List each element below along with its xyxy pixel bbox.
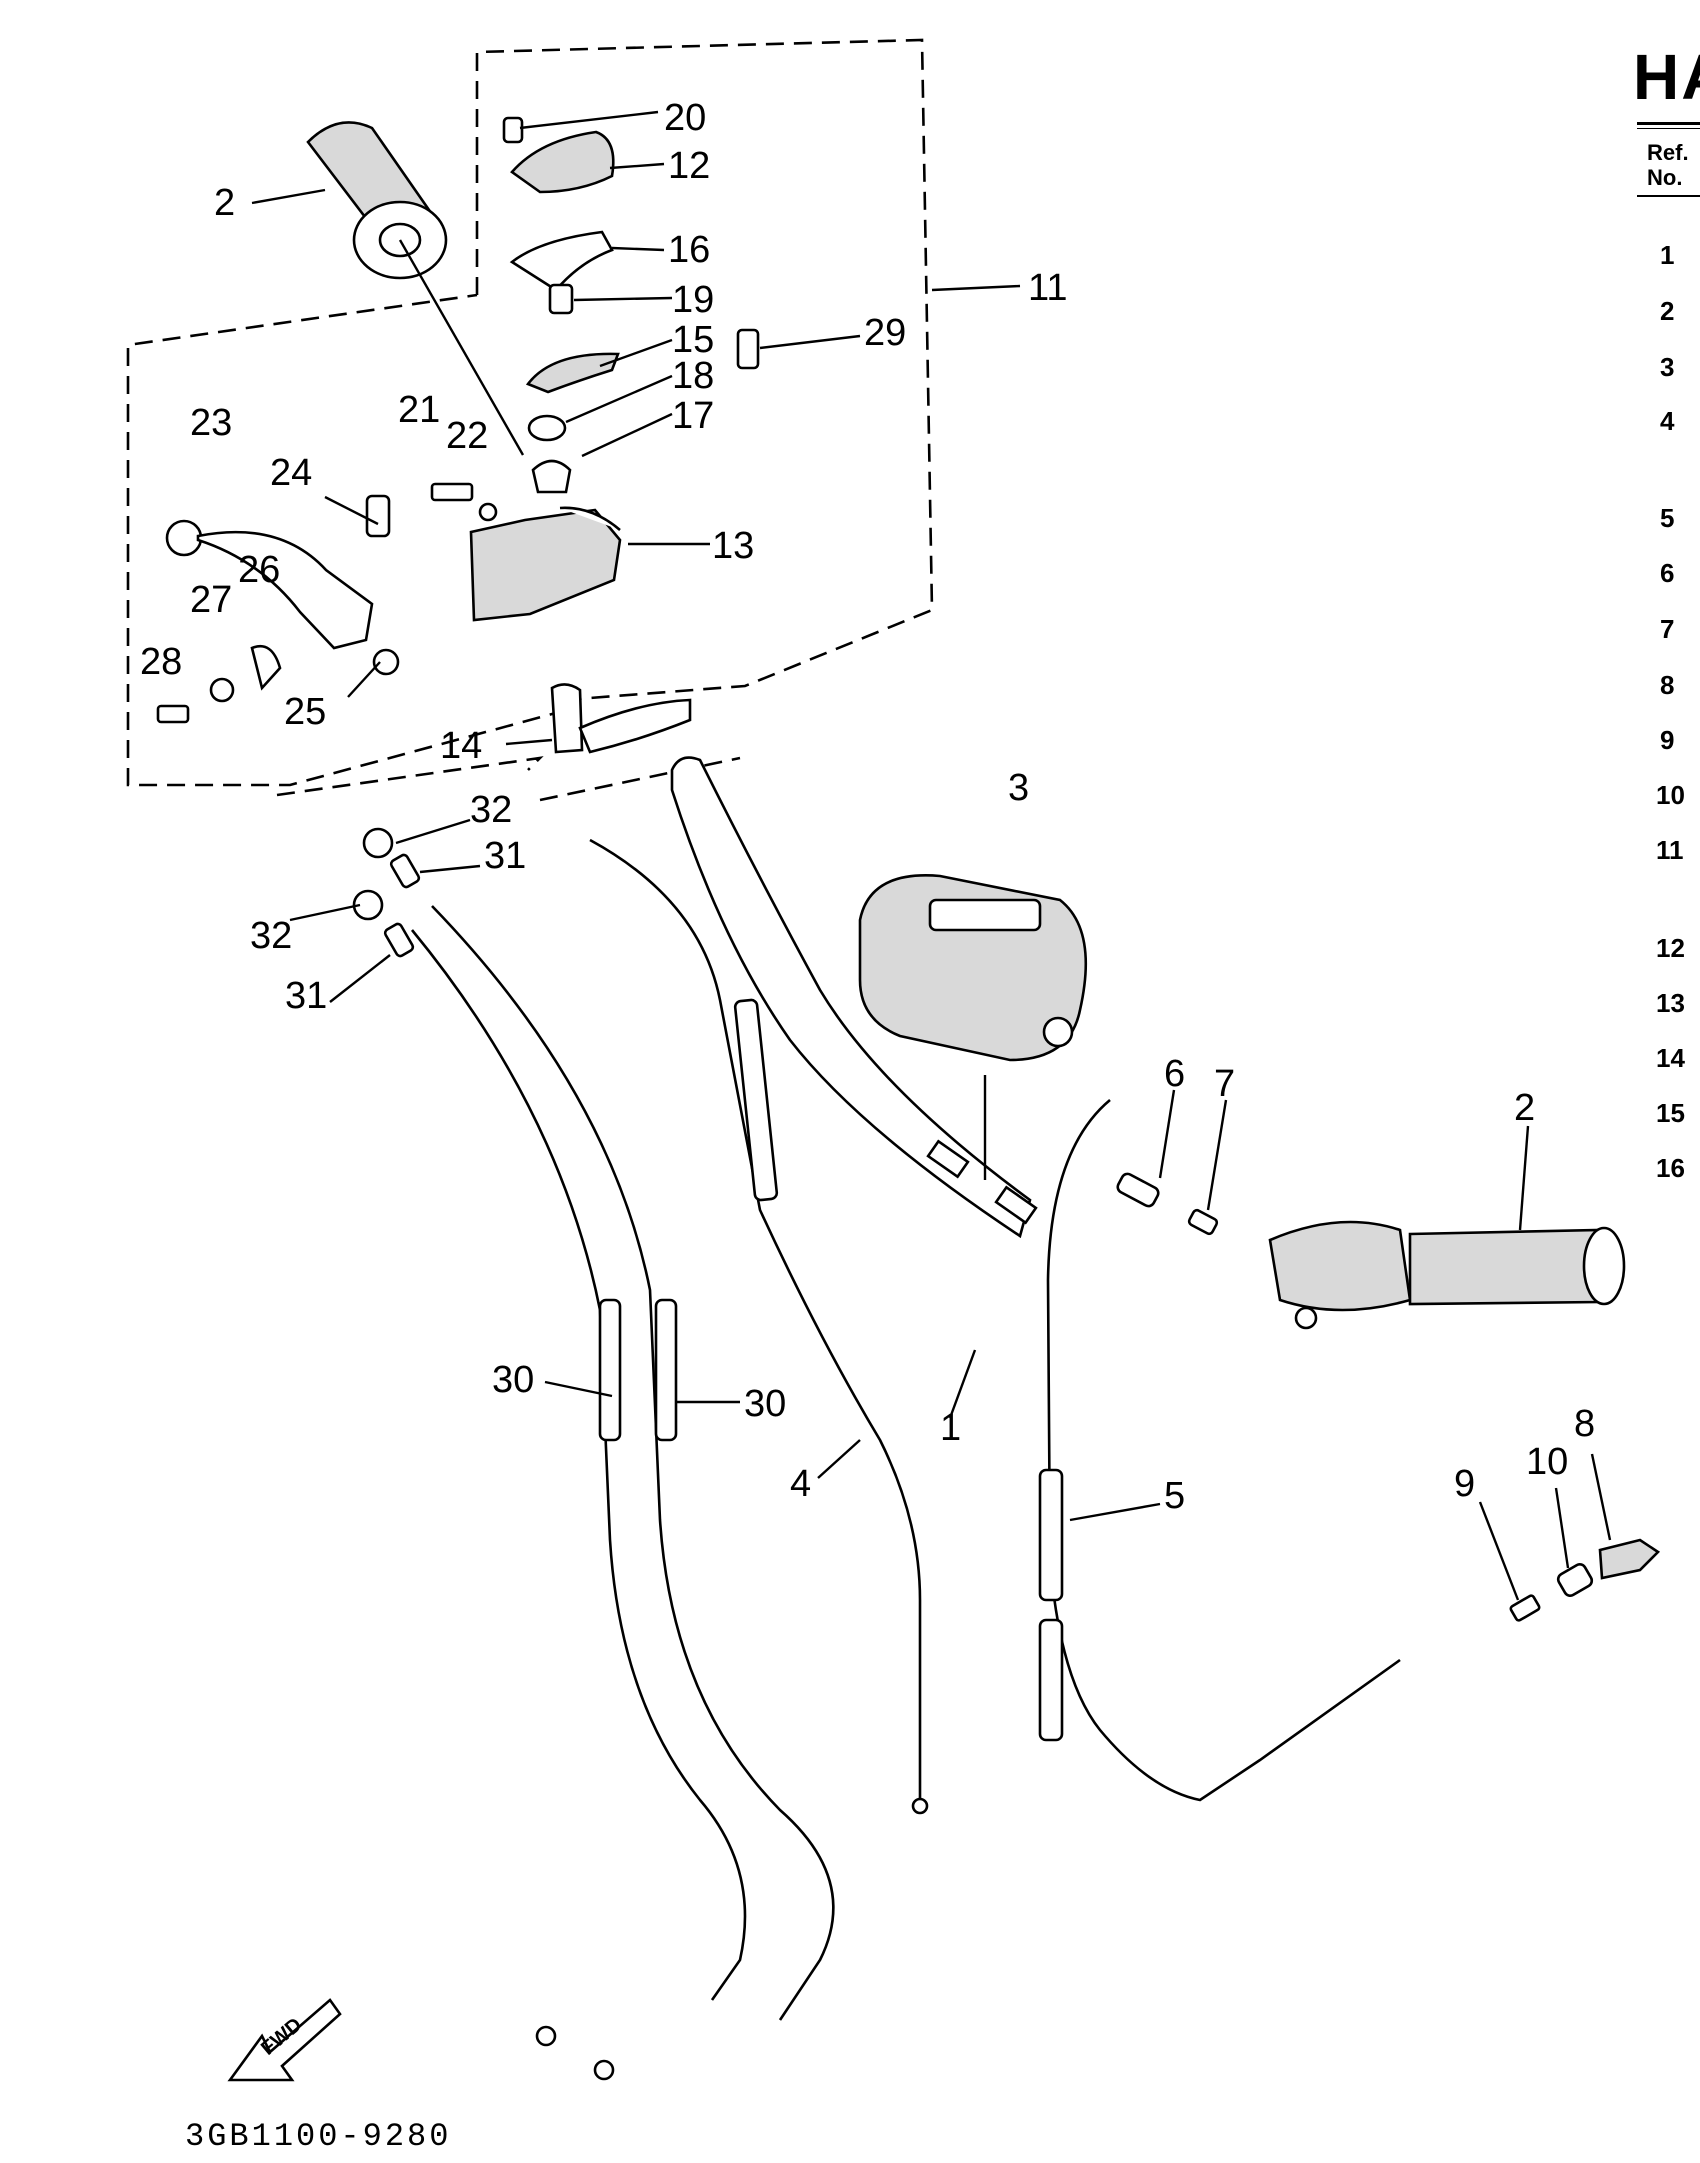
ref-number: 12 — [1656, 933, 1685, 963]
callout-16: 16 — [668, 229, 710, 271]
ref-number: 3 — [1660, 352, 1675, 382]
cable-fittings — [352, 827, 421, 958]
ref-number: 15 — [1656, 1098, 1685, 1128]
ref-number: 11 — [1656, 835, 1684, 865]
callout-10: 10 — [1526, 1441, 1568, 1483]
callout-2: 2 — [1514, 1087, 1535, 1129]
forward-arrow-icon: FWD — [227, 1998, 342, 2082]
ref-number: 10 — [1656, 780, 1685, 810]
callout-4: 4 — [790, 1463, 811, 1505]
callout-24: 24 — [270, 452, 312, 494]
brake-lever-assembly — [156, 482, 692, 754]
ref-number: 6 — [1660, 558, 1675, 588]
callout-2: 2 — [214, 182, 235, 224]
callout-28: 28 — [140, 641, 182, 683]
ref-number: 13 — [1656, 988, 1685, 1018]
ref-number: 5 — [1660, 503, 1675, 533]
table-rule — [1637, 122, 1700, 125]
callout-32: 32 — [250, 915, 292, 957]
ref-number: 2 — [1660, 296, 1675, 326]
switch-parts — [502, 116, 760, 494]
callout-11: 11 — [1028, 267, 1067, 309]
brake-cables — [410, 905, 835, 2081]
callout-9: 9 — [1454, 1463, 1475, 1505]
callout-3: 3 — [1008, 767, 1029, 809]
callout-21: 21 — [398, 389, 440, 431]
callout-29: 29 — [864, 312, 906, 354]
callout-20: 20 — [664, 97, 706, 139]
callout-26: 26 — [238, 549, 280, 591]
choke-cable — [1038, 1099, 1401, 1802]
callout-8: 8 — [1574, 1403, 1595, 1445]
callout-32: 32 — [470, 789, 512, 831]
callout-22: 22 — [446, 415, 488, 457]
callout-31: 31 — [285, 975, 327, 1017]
callout-30: 30 — [744, 1383, 786, 1425]
callout-14: 14 — [440, 725, 482, 767]
throttle-cable — [589, 838, 929, 1815]
ref-number: 9 — [1660, 725, 1675, 755]
throttle-housing — [858, 874, 1088, 1062]
leader-lines — [251, 110, 1612, 1601]
callout-25: 25 — [284, 691, 326, 733]
choke-knob-parts — [1509, 1538, 1661, 1622]
ref-column-header: Ref. — [1647, 140, 1689, 165]
callout-31: 31 — [484, 835, 526, 877]
callout-5: 5 — [1164, 1475, 1185, 1517]
callout-1: 1 — [940, 1407, 961, 1449]
left-grip — [306, 121, 525, 456]
table-rule — [1637, 128, 1700, 129]
handlebar — [670, 756, 1038, 1239]
ref-number: 4 — [1660, 406, 1675, 436]
callout-12: 12 — [668, 145, 710, 187]
ref-number: 7 — [1660, 614, 1675, 644]
assembly-outline — [126, 38, 934, 802]
no-column-header: No. — [1647, 165, 1683, 190]
callout-30: 30 — [492, 1359, 534, 1401]
callout-27: 27 — [190, 579, 232, 621]
callout-18: 18 — [672, 355, 714, 397]
callout-6: 6 — [1164, 1053, 1185, 1095]
callout-7: 7 — [1214, 1063, 1235, 1105]
page-heading: HA — [1633, 41, 1700, 113]
ref-number: 8 — [1660, 670, 1675, 700]
drawing-code: 3GB1100-9280 — [185, 2118, 452, 2155]
callout-23: 23 — [190, 402, 232, 444]
callout-13: 13 — [712, 525, 754, 567]
callout-labels: 2 20 12 16 19 15 18 17 13 14 23 24 21 22… — [140, 97, 1595, 1517]
ref-number: 1 — [1660, 240, 1675, 270]
right-grip-assembly — [1116, 1172, 1626, 1330]
ref-number: 14 — [1656, 1043, 1685, 1073]
callout-17: 17 — [672, 395, 714, 437]
table-rule — [1637, 195, 1700, 197]
callout-15: 15 — [672, 319, 714, 361]
ref-number: 16 — [1656, 1153, 1685, 1183]
callout-19: 19 — [672, 279, 714, 321]
